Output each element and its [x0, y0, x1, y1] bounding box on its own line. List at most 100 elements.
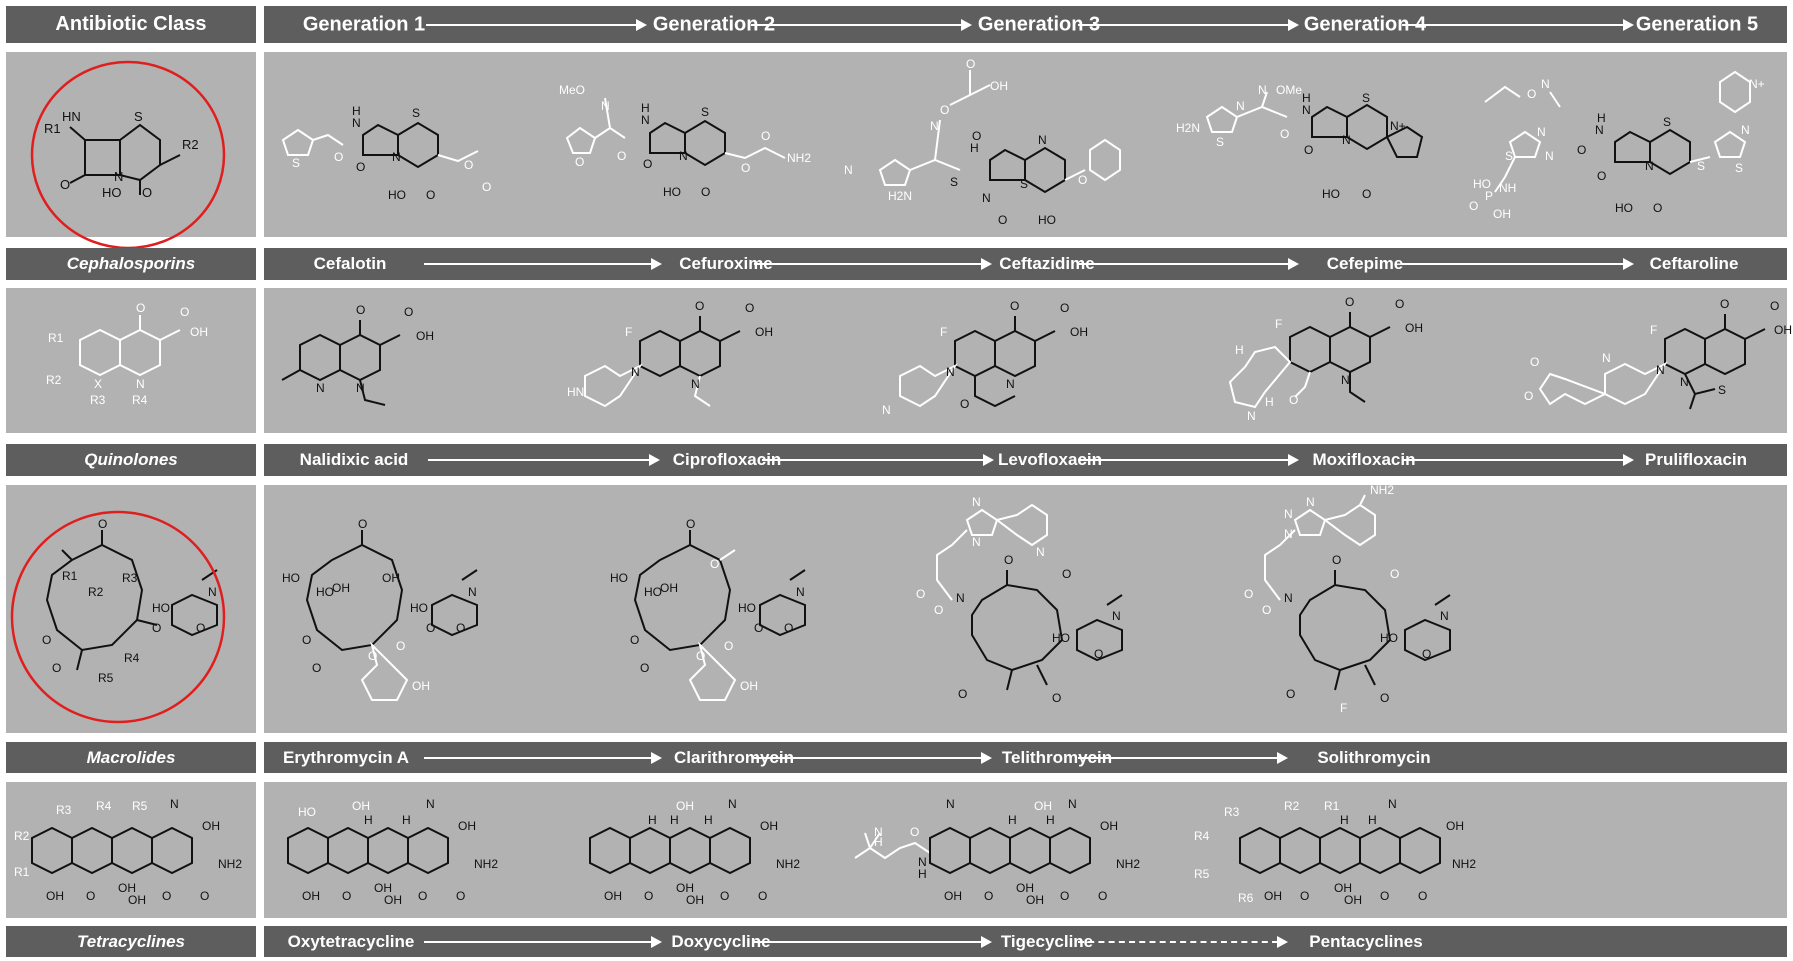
atom-label: N	[874, 825, 883, 839]
atom-label: H	[352, 104, 361, 118]
drug-label: Clarithromycin	[674, 747, 794, 767]
atom-label: H2N	[888, 189, 912, 203]
atom-label: S	[1020, 177, 1028, 191]
atom-label: OH	[332, 581, 350, 595]
atom-label: NH	[1499, 181, 1516, 195]
atom-label: O	[1060, 889, 1069, 903]
atom-label: N	[946, 797, 955, 811]
arrow-icon	[754, 935, 992, 948]
atom-label: O	[358, 517, 367, 531]
arrow-icon	[754, 258, 992, 270]
atom-label: OMe	[1276, 83, 1302, 97]
atom-label: OH	[1446, 819, 1464, 833]
atom-label: O	[142, 185, 152, 200]
atom-label: HO	[1038, 213, 1056, 227]
atom-label: N	[114, 169, 123, 184]
atom-label: R2	[46, 373, 62, 387]
atom-label: N	[956, 591, 965, 605]
drug-label: Cefepime	[1326, 254, 1404, 273]
atom-label: O	[426, 188, 435, 202]
atom-label: OH	[1026, 893, 1044, 907]
atom-label: O	[1094, 647, 1103, 661]
atom-label: N	[972, 535, 981, 549]
atom-label: O	[1527, 87, 1536, 101]
class-name-label: Quinolones	[84, 450, 178, 469]
atom-label: N	[1284, 507, 1293, 521]
atom-label: N	[882, 403, 891, 417]
atom-label: F	[1340, 701, 1347, 715]
atom-label: H	[641, 101, 650, 115]
atom-label: NH2	[218, 857, 242, 871]
atom-label: OH	[1344, 893, 1362, 907]
atom-label: F	[1650, 323, 1657, 337]
atom-label: O	[1280, 127, 1289, 141]
drug-label: Doxycycline	[671, 931, 771, 951]
atom-label: S	[412, 106, 420, 120]
atom-label: N	[796, 585, 805, 599]
atom-label: F	[625, 325, 632, 339]
atom-label: HO	[1322, 187, 1340, 201]
atom-label: HO	[610, 571, 628, 585]
atom-label: O	[86, 889, 95, 903]
atom-label: N	[728, 797, 737, 811]
arrow-icon	[1078, 454, 1299, 466]
atom-label: O	[686, 517, 695, 531]
atom-label: O	[720, 889, 729, 903]
atom-label: O	[1653, 201, 1662, 215]
atom-label: N	[1680, 375, 1689, 389]
atom-label: OH	[1493, 207, 1511, 221]
atom-label: OH	[118, 881, 136, 895]
generation-4-label: Generation 4	[1303, 13, 1427, 35]
atom-label: R6	[1238, 891, 1254, 905]
atom-label: R2	[1284, 799, 1300, 813]
arrow-icon	[424, 258, 662, 270]
atom-label: S	[1216, 135, 1224, 149]
generation-header-row: Generation 1 Generation 2 Generation 3 G…	[264, 6, 1787, 43]
atom-label: O	[1469, 199, 1478, 213]
atom-label: O	[644, 889, 653, 903]
atom-label: O	[162, 889, 171, 903]
atom-label: OH	[374, 881, 392, 895]
atom-label: OH	[382, 571, 400, 585]
atom-label: OH	[676, 881, 694, 895]
atom-label: OH	[458, 819, 476, 833]
arrow-icon	[1078, 258, 1299, 270]
atom-label: O	[404, 305, 413, 319]
macrolide-structures-panel	[264, 485, 1787, 733]
atom-label: O	[312, 661, 321, 675]
atom-label: HO	[388, 188, 406, 202]
atom-label: S	[1663, 115, 1671, 129]
dashed-arrow-icon	[1078, 935, 1288, 948]
atom-label: H	[1265, 395, 1274, 409]
atom-label: O	[136, 301, 145, 315]
atom-label: R4	[132, 393, 148, 407]
atom-label: OH	[1016, 881, 1034, 895]
atom-label: O	[1244, 587, 1253, 601]
atom-label: N	[1545, 149, 1554, 163]
atom-label: HO	[1615, 201, 1633, 215]
atom-label: O	[1289, 393, 1298, 407]
arrow-icon	[1078, 18, 1299, 31]
atom-label: HN	[62, 109, 81, 124]
atom-label: HO	[152, 601, 170, 615]
atom-label: N	[946, 365, 955, 379]
atom-label: O	[761, 129, 770, 143]
atom-label: N	[982, 191, 991, 205]
atom-label: H	[402, 813, 411, 827]
atom-label: OH	[128, 893, 146, 907]
atom-label: R5	[98, 671, 114, 685]
atom-label: O	[1304, 143, 1313, 157]
drug-label: Ceftazidime	[999, 254, 1095, 273]
atom-label: OH	[352, 799, 370, 813]
atom-label: O	[784, 621, 793, 635]
atom-label: S	[1697, 159, 1705, 173]
atom-label: NH2	[1370, 483, 1394, 497]
atom-label: O	[1390, 567, 1399, 581]
